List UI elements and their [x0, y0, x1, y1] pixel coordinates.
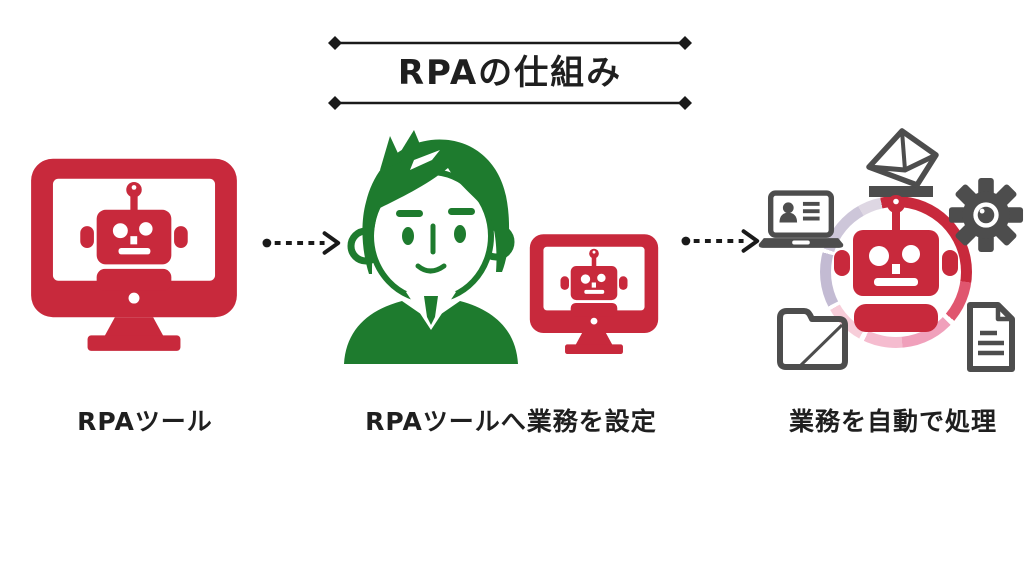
title-rule-top [328, 36, 692, 50]
robot-icon [834, 195, 958, 332]
step-label-auto-process: 業務を自動で処理 [788, 407, 997, 436]
step-label-rpa-tool: RPAツール [77, 407, 213, 436]
title-block: RPAの仕組み [328, 36, 692, 110]
rpa-monitor-robot-icon [31, 158, 237, 351]
step-label-set-tasks: RPAツールへ業務を設定 [365, 407, 657, 436]
page-title: RPAの仕組み [397, 53, 623, 93]
title-rule-bottom [328, 96, 692, 110]
rpa-monitor-robot-icon-small [529, 234, 659, 355]
businessman-icon [336, 124, 526, 364]
dashed-arrow-icon [681, 229, 760, 253]
